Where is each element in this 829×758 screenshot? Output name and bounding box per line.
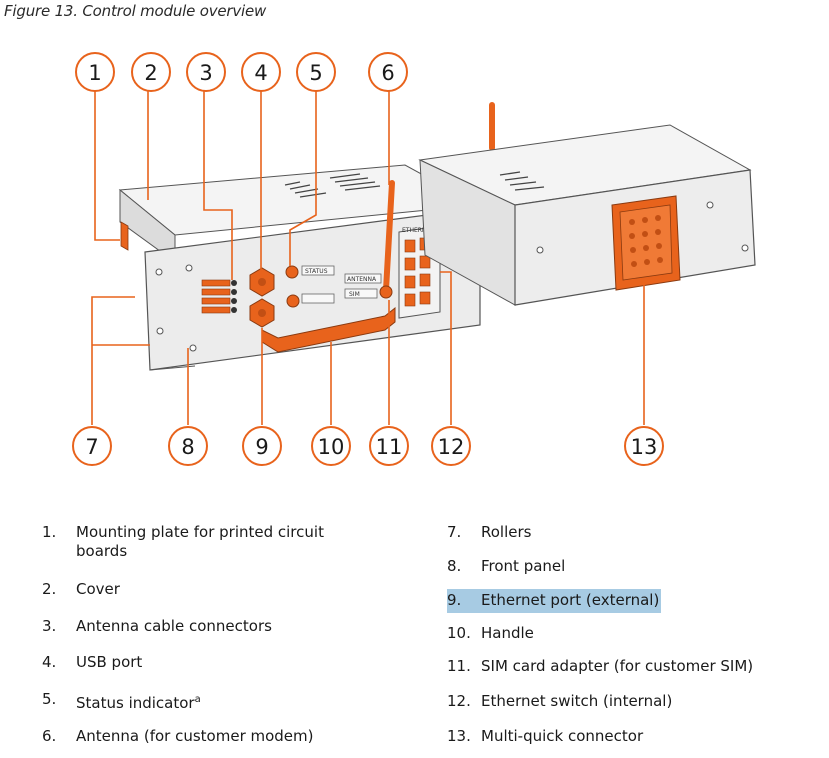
svg-text:10: 10 (318, 435, 345, 459)
ethernet-label: ETHERNET (402, 227, 434, 234)
callout-9: 9 (242, 426, 282, 466)
legend-item-6: 6. Antenna (for customer modem) (42, 727, 314, 746)
legend-text: Ethernet port (external) (481, 591, 660, 609)
handle (261, 306, 396, 353)
svg-text:7: 7 (85, 435, 98, 459)
legend-item-10: 10. Handle (447, 624, 534, 643)
callout-7: 7 (72, 426, 112, 466)
legend-text: Front panel (481, 557, 566, 575)
callout-8: 8 (168, 426, 208, 466)
svg-text:4: 4 (254, 61, 267, 85)
legend-text: Antenna (for customer modem) (76, 727, 314, 745)
svg-text:1: 1 (88, 61, 101, 85)
legend-item-13: 13. Multi-quick connector (447, 727, 643, 746)
legend-number: 13. (447, 727, 471, 745)
antenna-label: ANTENNA (347, 276, 377, 283)
control-module-illustration: STATUS ANTENNA SIM ETHERNET (72, 52, 756, 466)
status-label: STATUS (305, 268, 328, 275)
legend-number: 10. (447, 624, 471, 642)
legend-number: 8. (447, 557, 462, 575)
vent-slots (284, 173, 381, 198)
legend-text: Cover (76, 580, 120, 598)
antenna-cable-connectors (201, 279, 237, 314)
legend-number: 2. (42, 580, 57, 598)
callout-3: 3 (186, 52, 226, 92)
callout-circles: 1 2 3 4 5 6 7 8 9 10 11 12 13 (72, 52, 664, 466)
legend-text: Mounting plate for printed circuit board… (76, 523, 324, 560)
legend-text: SIM card adapter (for customer SIM) (481, 657, 754, 675)
legend-item-5: 5. Status indicatora (42, 690, 201, 713)
figure-caption: Figure 13. Control module overview (4, 2, 267, 20)
legend-text: Handle (481, 624, 534, 642)
multi-quick-connector (611, 195, 681, 291)
callout-4: 4 (241, 52, 281, 92)
legend-number: 4. (42, 653, 57, 671)
callout-5: 5 (296, 52, 336, 92)
legend-number: 7. (447, 523, 462, 541)
callout-11: 11 (369, 426, 409, 466)
legend-number: 9. (447, 591, 462, 609)
svg-text:11: 11 (376, 435, 403, 459)
legend-item-8: 8. Front panel (447, 557, 565, 576)
legend-text: Multi-quick connector (481, 727, 644, 745)
svg-text:13: 13 (631, 435, 658, 459)
leader-lines (91, 91, 645, 425)
svg-text:9: 9 (255, 435, 268, 459)
legend-number: 6. (42, 727, 57, 745)
svg-text:5: 5 (309, 61, 322, 85)
svg-text:8: 8 (181, 435, 194, 459)
callout-13: 13 (624, 426, 664, 466)
svg-text:6: 6 (381, 61, 394, 85)
svg-text:12: 12 (438, 435, 465, 459)
legend-item-9-highlighted: 9. Ethernet port (external) (447, 589, 662, 613)
legend-text: Antenna cable connectors (76, 617, 272, 635)
status-indicator (285, 265, 299, 279)
sim-label: SIM (349, 291, 360, 298)
footnote-marker: a (194, 694, 201, 705)
callout-1: 1 (75, 52, 115, 92)
right-unit (418, 102, 756, 306)
svg-text:3: 3 (199, 61, 212, 85)
legend-item-4: 4. USB port (42, 653, 142, 672)
legend-text: USB port (76, 653, 143, 671)
callout-10: 10 (311, 426, 351, 466)
legend-text: Rollers (481, 523, 532, 541)
legend-text-main: Status indicator (76, 694, 195, 712)
legend-item-2: 2. Cover (42, 580, 120, 599)
legend-number: 12. (447, 692, 471, 710)
legend-item-1: 1. Mounting plate for printed circuit bo… (42, 523, 376, 561)
antenna (383, 180, 395, 293)
legend-item-7: 7. Rollers (447, 523, 531, 542)
legend-number: 11. (447, 657, 471, 675)
legend-text: Status indicatora (76, 690, 201, 713)
callout-6: 6 (368, 52, 408, 92)
legend-item-3: 3. Antenna cable connectors (42, 617, 272, 636)
legend-item-12: 12. Ethernet switch (internal) (447, 692, 672, 711)
legend-text: Ethernet switch (internal) (481, 692, 673, 710)
legend-number: 3. (42, 617, 57, 635)
legend-number: 1. (42, 523, 57, 541)
legend-number: 5. (42, 690, 57, 708)
svg-text:2: 2 (144, 61, 157, 85)
legend-item-11: 11. SIM card adapter (for customer SIM) (447, 657, 753, 676)
callout-2: 2 (131, 52, 171, 92)
callout-12: 12 (431, 426, 471, 466)
